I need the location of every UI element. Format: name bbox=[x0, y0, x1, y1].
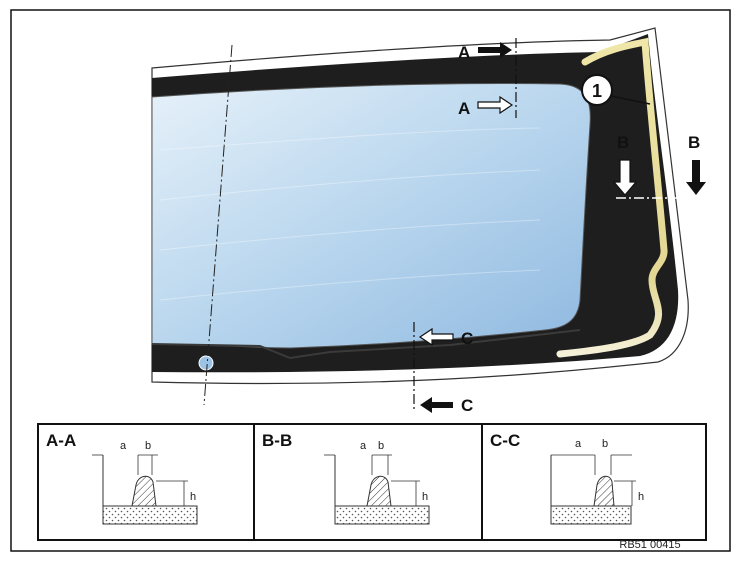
section-a-a-dim-a: a bbox=[120, 440, 127, 452]
section-label-a-top: A bbox=[458, 43, 470, 62]
section-b-b-base bbox=[334, 505, 430, 525]
adhesive-bead bbox=[556, 37, 668, 358]
section-b-b-dim-b: b bbox=[378, 440, 384, 452]
arrow-b-left bbox=[612, 159, 638, 196]
arrow-c-top bbox=[418, 327, 454, 347]
callout-circle-1 bbox=[581, 74, 613, 106]
section-title-c-c: C-C bbox=[490, 431, 520, 450]
arrow-a-bottom bbox=[477, 95, 514, 115]
arrow-c-bottom bbox=[420, 397, 453, 413]
section-a-a-bead bbox=[131, 475, 157, 507]
section-label-b-left: B bbox=[617, 133, 629, 152]
section-label-c-bottom: C bbox=[461, 396, 473, 415]
glass-reflection-lines bbox=[159, 127, 541, 301]
section-a-a-dim-b: b bbox=[145, 440, 151, 452]
window-glass bbox=[151, 83, 591, 349]
section-a-a-dim-h: h bbox=[190, 491, 196, 503]
window-bottom-frame bbox=[151, 329, 581, 360]
centerline bbox=[203, 44, 233, 406]
figure-code: RB51 00415 bbox=[619, 539, 680, 551]
section-c-c-dim-a: a bbox=[575, 438, 582, 450]
section-c-c-dim-b: b bbox=[602, 438, 608, 450]
sensor-dot bbox=[198, 355, 214, 371]
section-c-c-bead bbox=[593, 475, 615, 507]
section-c-c-base bbox=[550, 505, 632, 525]
section-a-a-base bbox=[102, 505, 198, 525]
section-label-b-right: B bbox=[688, 133, 700, 152]
section-b-b-dim-h: h bbox=[422, 491, 428, 503]
section-c-c-dim-h: h bbox=[638, 491, 644, 503]
arrow-b-right bbox=[686, 160, 706, 195]
section-label-c-top: C bbox=[461, 329, 473, 348]
section-label-a-bottom: A bbox=[458, 99, 470, 118]
callout-number-1: 1 bbox=[592, 81, 602, 101]
figure-border bbox=[10, 9, 731, 552]
section-b-b-dim-a: a bbox=[360, 440, 367, 452]
section-detail-a-a: A-A a b h bbox=[46, 431, 198, 525]
callout-leader-1 bbox=[610, 95, 651, 105]
section-title-a-a: A-A bbox=[46, 431, 76, 450]
section-detail-c-c: C-C a b h bbox=[490, 431, 644, 525]
arrow-a-top bbox=[478, 42, 512, 58]
section-b-b-bead bbox=[366, 475, 392, 507]
section-detail-b-b: B-B a b h bbox=[262, 431, 430, 525]
section-title-b-b: B-B bbox=[262, 431, 292, 450]
